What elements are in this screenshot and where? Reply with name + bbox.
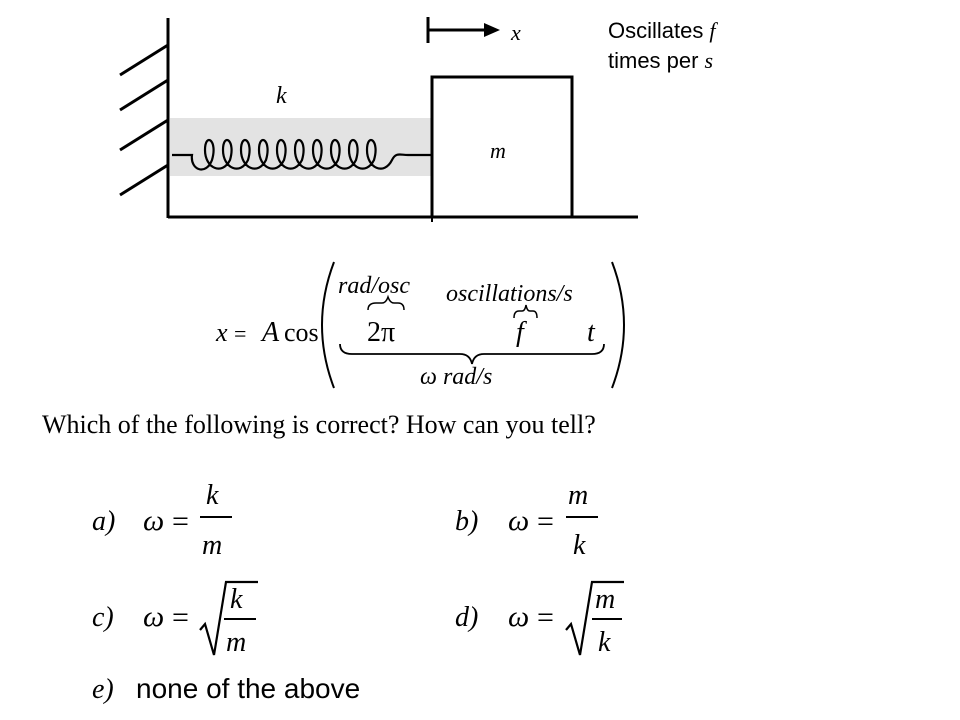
option-c-radical bbox=[199, 580, 258, 656]
option-a[interactable]: a) ω = k m bbox=[92, 480, 232, 561]
option-b-omega: ω bbox=[508, 504, 529, 537]
option-c-label: c) bbox=[92, 602, 114, 633]
option-b-numerator: m bbox=[568, 480, 588, 511]
eq-oscillations-per-s: oscillations/s bbox=[446, 281, 573, 307]
answer-options: a) ω = k m b) ω = m k c) ω = k m d) bbox=[92, 480, 624, 705]
option-a-numerator: k bbox=[206, 480, 219, 511]
eq-lhs-x: x bbox=[215, 318, 228, 347]
left-paren bbox=[321, 261, 335, 389]
option-a-denominator: m bbox=[202, 530, 222, 561]
brace-f bbox=[513, 304, 538, 319]
question-text: Which of the following is correct? How c… bbox=[42, 410, 596, 439]
option-d[interactable]: d) ω = m k bbox=[455, 580, 624, 658]
option-b-label: b) bbox=[455, 506, 478, 537]
eq-equals: = bbox=[234, 321, 246, 346]
wall-hatching bbox=[119, 43, 169, 197]
x-direction-arrow bbox=[426, 17, 500, 43]
option-d-label: d) bbox=[455, 602, 478, 633]
option-c-equals: = bbox=[172, 601, 189, 634]
option-b[interactable]: b) ω = m k bbox=[455, 480, 598, 561]
option-b-denominator: k bbox=[573, 530, 586, 561]
mass-block bbox=[430, 75, 574, 219]
eq-two-pi: 2π bbox=[367, 317, 395, 348]
option-d-equals: = bbox=[537, 601, 554, 634]
brace-two-pi bbox=[367, 294, 405, 311]
eq-amplitude: A bbox=[260, 317, 280, 348]
mass-label: m bbox=[490, 138, 506, 163]
spring-constant-label: k bbox=[276, 83, 287, 109]
option-b-equals: = bbox=[537, 505, 554, 538]
option-e-label: e) bbox=[92, 674, 114, 705]
eq-omega-rad-s: ω rad/s bbox=[420, 364, 492, 390]
option-a-label: a) bbox=[92, 506, 115, 537]
x-axis-label: x bbox=[510, 20, 521, 45]
underbrace-omega bbox=[339, 343, 605, 365]
option-d-radical bbox=[565, 580, 624, 656]
option-d-denominator: k bbox=[598, 627, 611, 658]
option-c-omega: ω bbox=[143, 600, 164, 633]
eq-t: t bbox=[587, 317, 596, 348]
option-e-text: none of the above bbox=[136, 673, 360, 704]
option-c-denominator: m bbox=[226, 627, 246, 658]
eq-cos: cos bbox=[284, 318, 319, 347]
option-d-numerator: m bbox=[595, 584, 615, 615]
eq-rad-per-osc: rad/osc bbox=[338, 273, 410, 299]
position-equation: x = A cos rad/osc 2π oscillations/s f t … bbox=[215, 261, 625, 390]
option-a-omega: ω bbox=[143, 504, 164, 537]
option-c[interactable]: c) ω = k m bbox=[92, 580, 258, 658]
spring bbox=[172, 138, 432, 171]
option-c-numerator: k bbox=[230, 584, 243, 615]
spring-shading bbox=[170, 118, 432, 176]
option-a-equals: = bbox=[172, 505, 189, 538]
option-d-omega: ω bbox=[508, 600, 529, 633]
eq-f: f bbox=[516, 317, 527, 348]
option-e[interactable]: e) none of the above bbox=[92, 673, 360, 705]
right-paren bbox=[611, 261, 625, 389]
